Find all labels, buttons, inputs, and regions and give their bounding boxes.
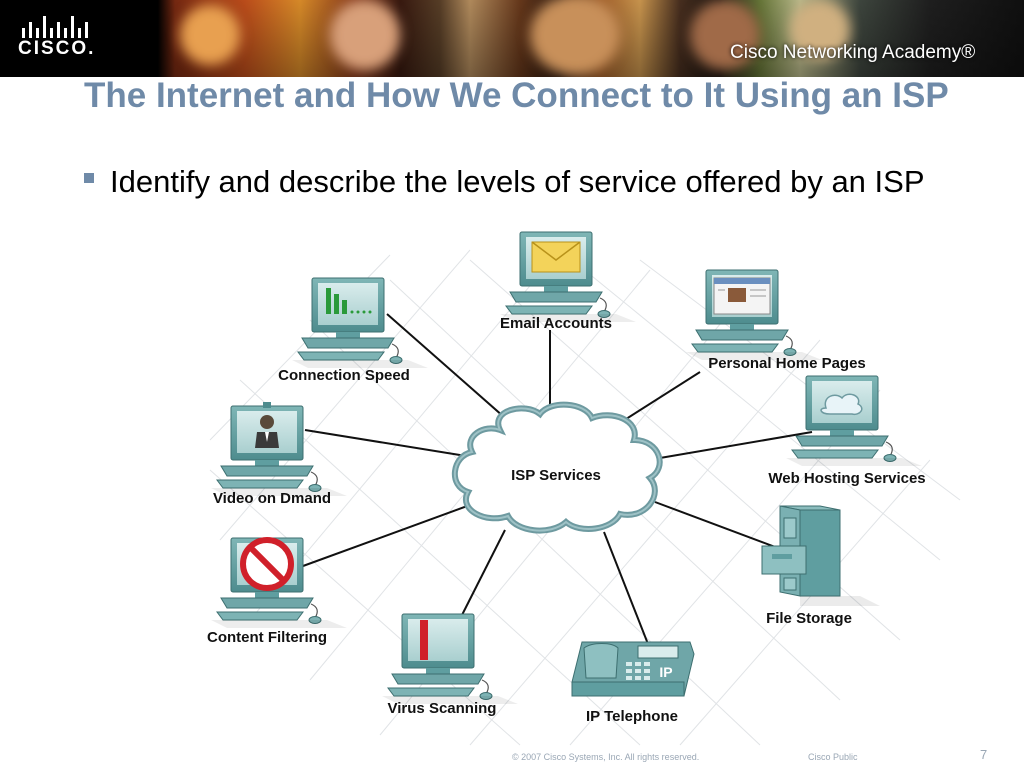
link-webhosting [660,432,812,458]
email-computer-icon [500,232,636,322]
footer-copyright: © 2007 Cisco Systems, Inc. All rights re… [512,752,699,762]
virus-scanning-computer-icon [382,614,518,704]
file-cabinet-icon [762,506,880,606]
node-label-filestorage: File Storage [766,610,852,627]
node-label-telephone: IP Telephone [586,708,678,725]
personal-home-page-computer-icon [686,270,822,360]
ip-telephone-icon [572,642,694,696]
node-label-webhosting: Web Hosting Services [768,470,925,487]
link-filestorage [655,502,778,548]
node-label-email: Email Accounts [500,315,612,332]
node-label-filtering: Content Filtering [207,629,327,646]
web-hosting-computer-icon [786,376,922,466]
slide-page-number: 7 [980,747,987,762]
node-label-personal: Personal Home Pages [708,355,866,372]
node-label-virus: Virus Scanning [388,700,497,717]
link-telephone [604,532,648,644]
center-label: ISP Services [511,467,601,484]
link-video [305,430,466,456]
ip-badge: IP [659,664,672,680]
content-filtering-computer-icon [211,538,347,628]
node-label-video: Video on Dmand [213,490,331,507]
footer-classification: Cisco Public [808,752,858,762]
node-label-speed: Connection Speed [278,367,410,384]
